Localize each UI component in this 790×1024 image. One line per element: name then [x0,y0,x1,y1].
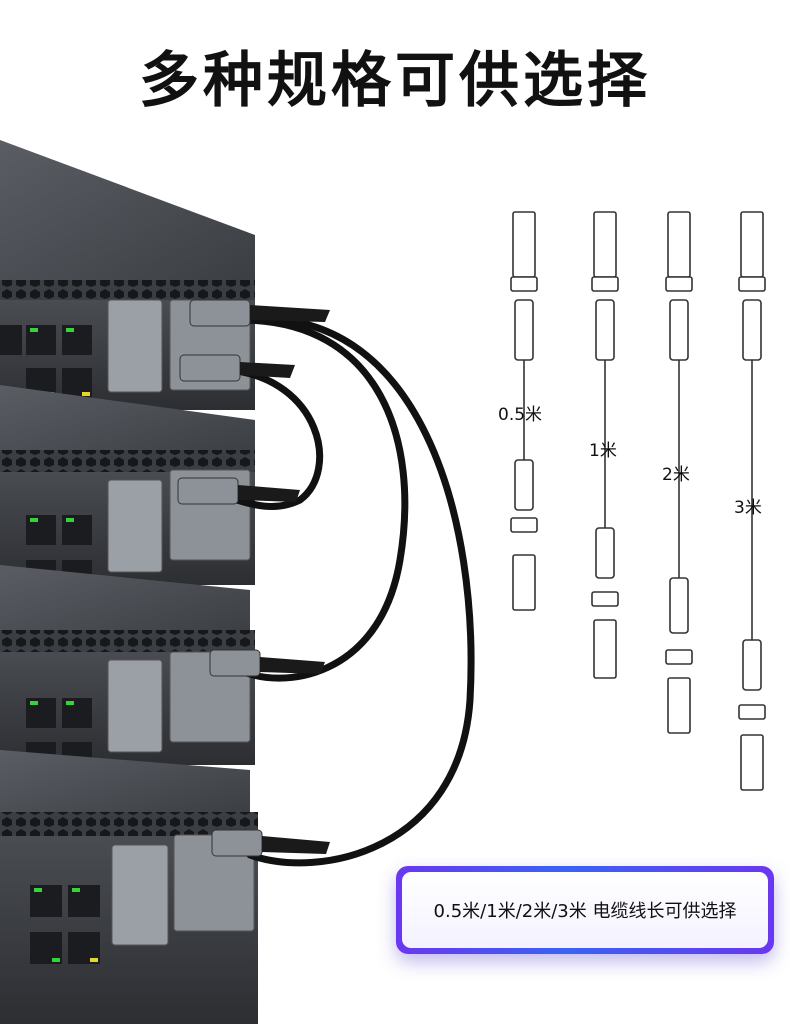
length-options-banner: 0.5米/1米/2米/3米 电缆线长可供选择 [396,866,774,954]
connected-cables [216,315,475,867]
cable-length-label-0.5m: 0.5米 [498,405,543,425]
banner-text: 0.5米/1米/2米/3米 电缆线长可供选择 [433,901,737,922]
cable-diagram-1m [591,211,619,679]
cable-length-label-2m: 2米 [662,465,690,485]
switch-unit-4 [0,750,258,1024]
cable-diagram-0.5m [510,211,538,611]
page-title: 多种规格可供选择 [139,46,651,116]
cable-diagram-2m [665,211,693,734]
cable-diagram-3m [738,211,766,791]
cable-plugs [177,299,330,857]
cable-diagrams [510,211,766,791]
banner-inner: 0.5米/1米/2米/3米 电缆线长可供选择 [402,872,768,948]
switch-stack [0,140,258,1024]
cable-length-label-3m: 3米 [734,498,762,518]
cable-length-label-1m: 1米 [589,441,617,461]
